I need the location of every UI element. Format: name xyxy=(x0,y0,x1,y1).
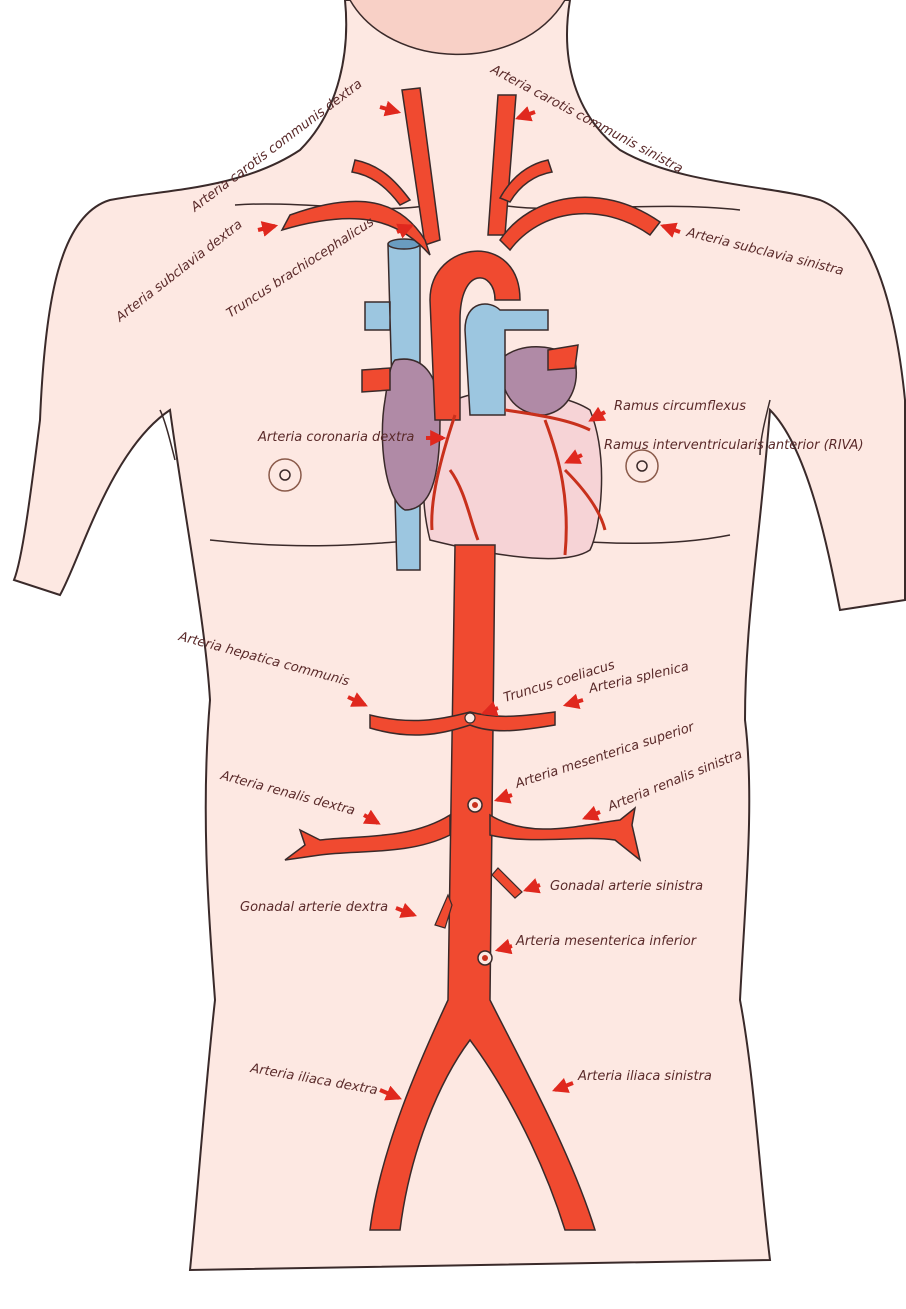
label-gonadal-dextra: Gonadal arterie dextra xyxy=(240,900,388,915)
arteries-upper xyxy=(280,87,662,256)
gonadal-left xyxy=(491,867,523,899)
aortic-arch xyxy=(429,250,521,421)
pointer-arrows xyxy=(257,100,681,1101)
coronary-arteries xyxy=(430,408,607,556)
arm-line-left xyxy=(759,399,771,456)
label-gonadal-sinistra: Gonadal arterie sinistra xyxy=(550,879,703,894)
label-riva: Ramus interventricularis anterior (RIVA) xyxy=(604,438,864,453)
sma-lumen xyxy=(472,802,478,808)
gonadal-right xyxy=(434,893,453,929)
nipple-right xyxy=(268,458,302,492)
nipple-left xyxy=(625,449,659,483)
label-coronaria-dextra: Arteria coronaria dextra xyxy=(257,430,414,445)
pulmonary-trunk xyxy=(464,303,549,416)
arm-line-right xyxy=(159,409,176,461)
pulmonary-veins-left xyxy=(547,344,579,371)
abdominal-aorta xyxy=(369,544,597,1231)
ima-lumen xyxy=(482,955,488,961)
renal-artery-right xyxy=(284,813,451,861)
pulmonary-veins-right xyxy=(361,367,391,393)
label-ramus-circumflexus: Ramus circumflexus xyxy=(614,399,746,414)
neck-shadow xyxy=(349,0,566,56)
label-iliaca-sinistra: Arteria iliaca sinistra xyxy=(577,1069,712,1084)
celiac-branches xyxy=(369,711,556,736)
label-mesenterica-inferior: Arteria mesenterica inferior xyxy=(515,934,698,949)
renal-artery-left xyxy=(489,806,642,862)
celiac-origin xyxy=(464,712,476,724)
